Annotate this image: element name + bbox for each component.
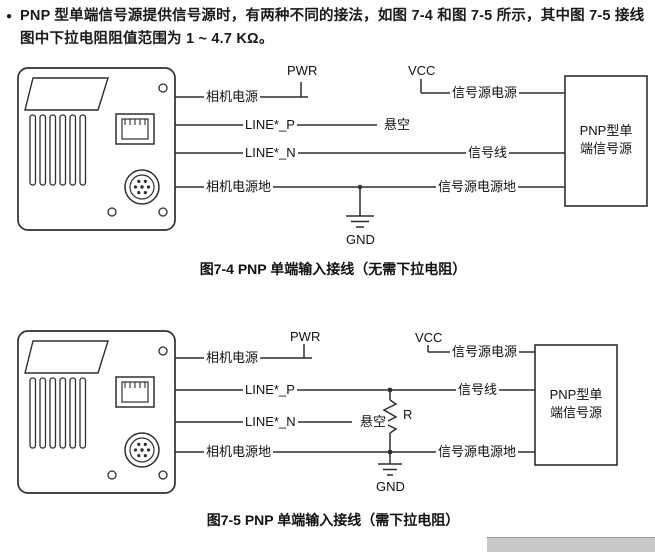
signal-source-box	[564, 75, 648, 207]
label-line-n: LINE*_N	[243, 145, 298, 160]
signal-source-box-label: 端信号源	[579, 141, 632, 156]
figure4-caption: 图7-4 PNP 单端输入接线（无需下拉电阻）	[199, 261, 467, 277]
label-signal-source-ground: 信号源电源地	[436, 444, 519, 459]
ground-symbol	[346, 184, 374, 228]
resistor-symbol	[382, 387, 398, 464]
ground-symbol	[378, 463, 402, 476]
label-line-p: LINE*_P	[243, 117, 297, 132]
signal-source-box	[534, 344, 618, 466]
label-camera-power: 相机电源	[204, 89, 261, 104]
signal-source-box-label: 端信号源	[549, 405, 602, 420]
figure4-wires	[17, 67, 648, 231]
label-camera-power-ground: 相机电源地	[204, 179, 274, 194]
label-floating: 悬空	[358, 414, 389, 429]
label-camera-power-ground: 相机电源地	[204, 444, 274, 459]
cropped-content-fragment	[487, 537, 655, 552]
label-resistor: R	[401, 407, 415, 422]
label-signal-source-ground: 信号源电源地	[436, 179, 519, 194]
label-signal-line: 信号线	[456, 382, 500, 397]
label-pwr: PWR	[288, 329, 323, 344]
bullet-icon: ●	[6, 11, 13, 22]
label-camera-power: 相机电源	[204, 350, 261, 365]
label-vcc: VCC	[406, 63, 438, 78]
label-signal-source-power: 信号源电源	[450, 344, 520, 359]
label-gnd: GND	[344, 232, 377, 247]
figure5-caption: 图7-5 PNP 单端输入接线（需下拉电阻）	[206, 512, 460, 528]
label-line-p: LINE*_P	[243, 382, 297, 397]
label-pwr: PWR	[285, 63, 320, 78]
intro-text: PNP 型单端信号源提供信号源时，有两种不同的接法，如图 7-4 和图 7-5 …	[20, 8, 645, 47]
label-gnd: GND	[374, 479, 407, 494]
figure5-wires	[17, 330, 618, 494]
label-floating: 悬空	[382, 117, 413, 132]
label-signal-source-power: 信号源电源	[450, 85, 520, 100]
camera-icon	[17, 330, 176, 494]
camera-icon	[17, 67, 176, 231]
signal-source-box-label: PNP型单	[549, 387, 603, 402]
label-vcc: VCC	[413, 330, 445, 345]
signal-source-box-label: PNP型单	[579, 123, 633, 138]
label-line-n: LINE*_N	[243, 414, 298, 429]
label-signal-line: 信号线	[466, 145, 510, 160]
intro-paragraph: ● PNP 型单端信号源提供信号源时，有两种不同的接法，如图 7-4 和图 7-…	[6, 5, 648, 51]
